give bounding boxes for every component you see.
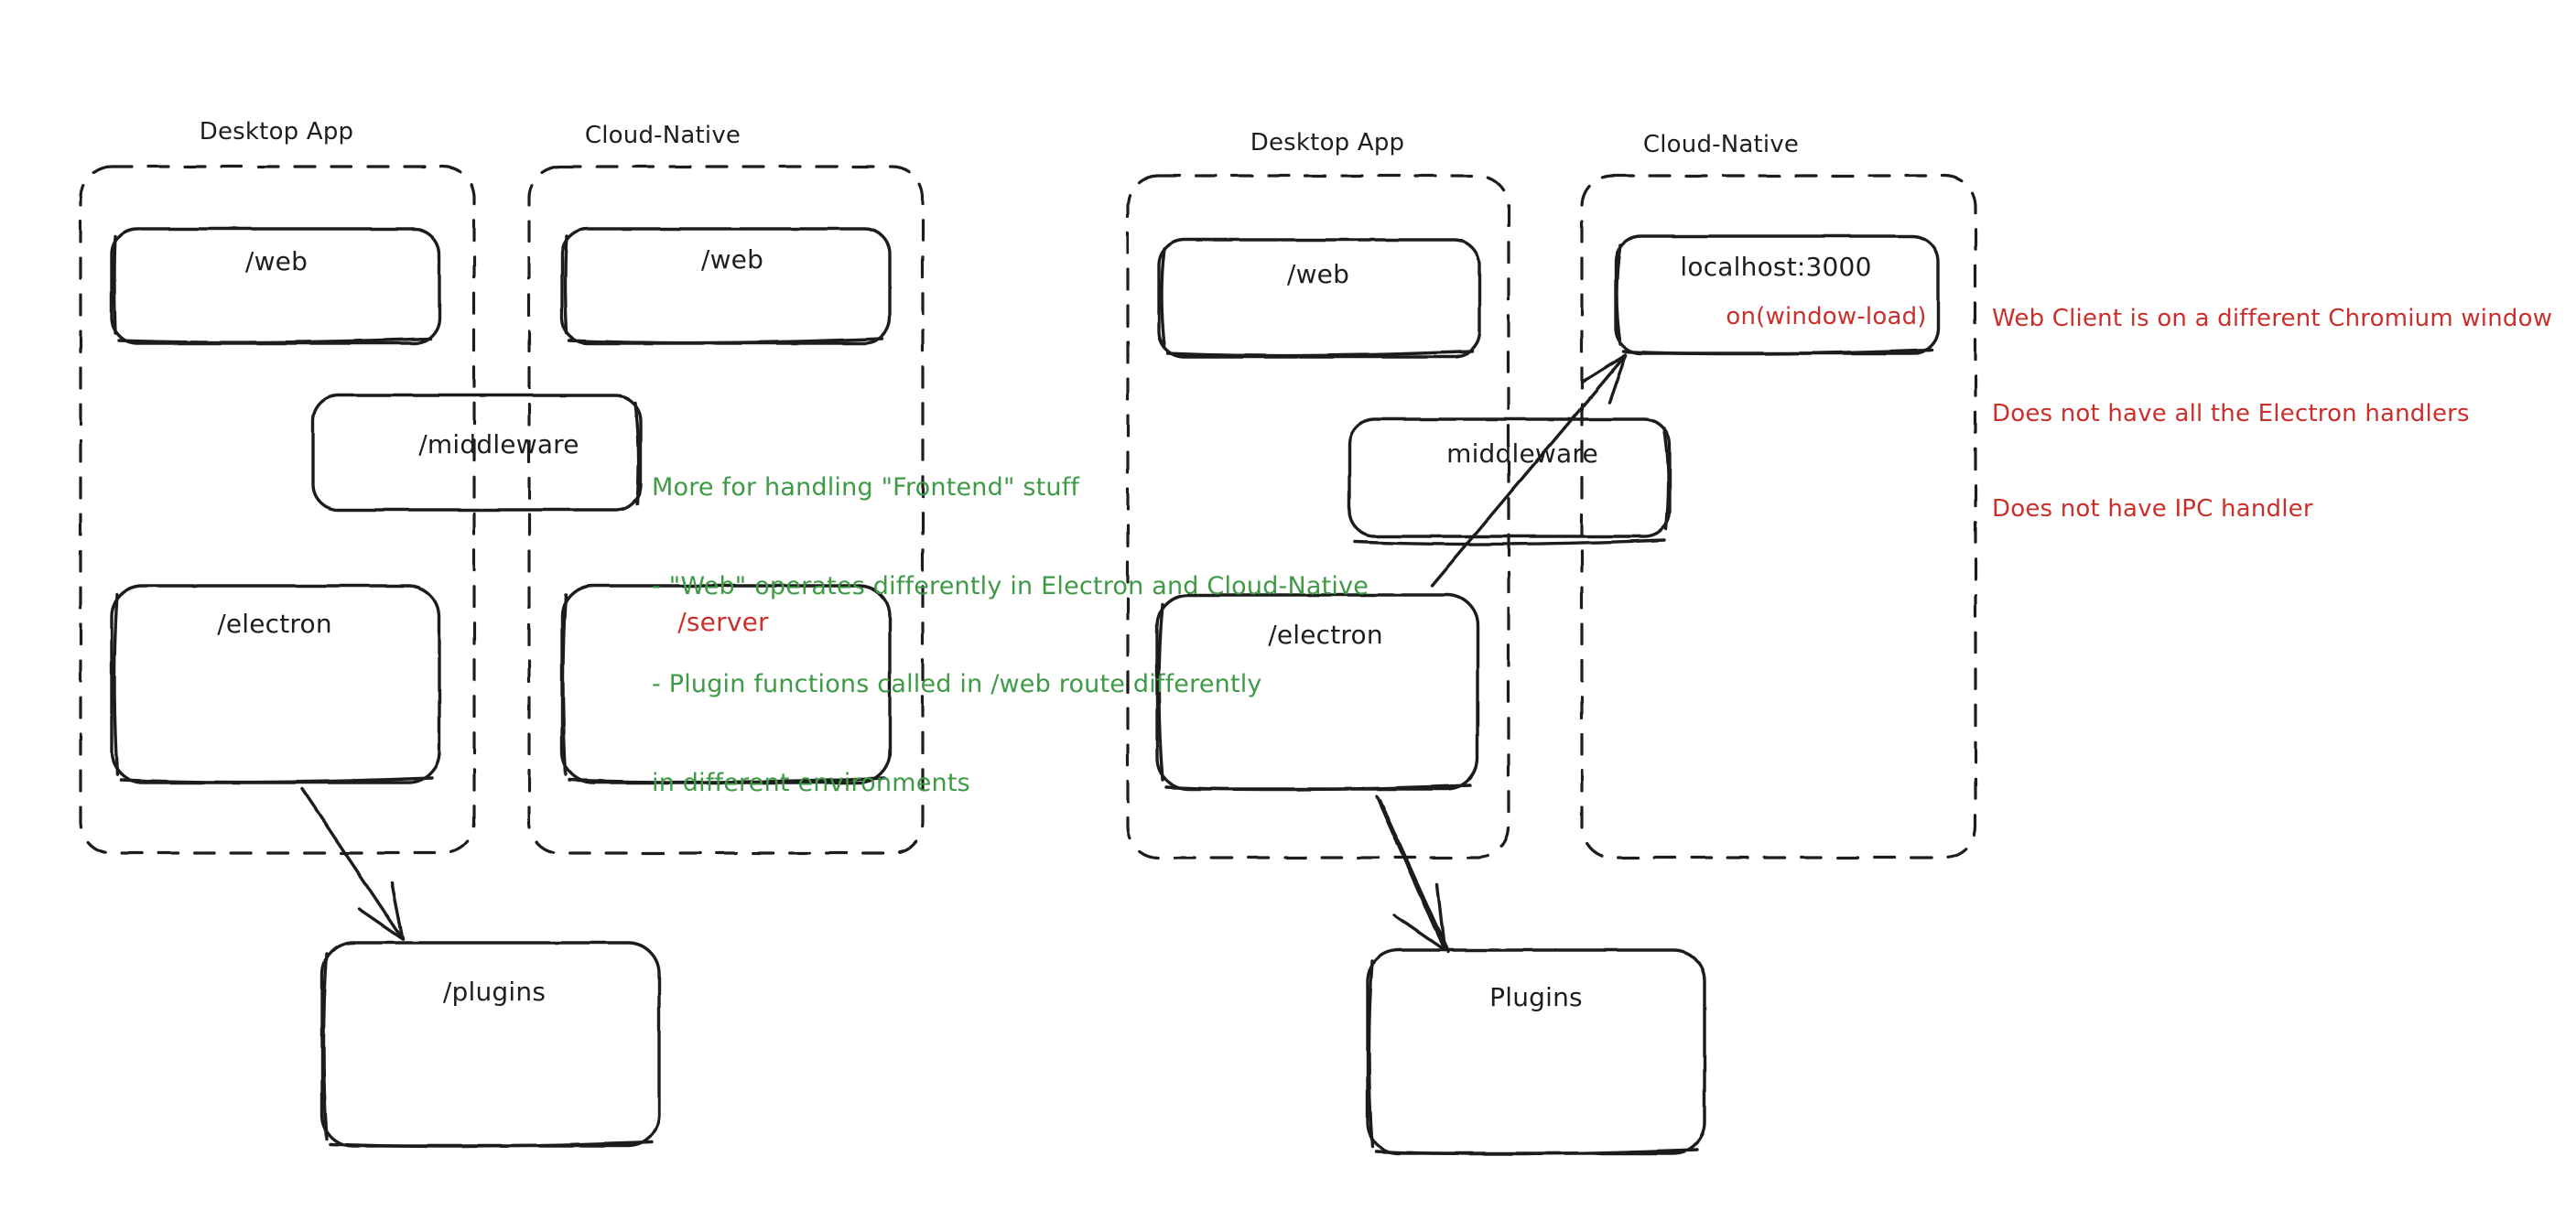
shape-left-plugins bbox=[320, 941, 661, 1149]
group-label-left-desktop-app: Desktop App bbox=[199, 118, 354, 146]
arrow-left-electron-to-plugins bbox=[300, 787, 405, 941]
annotation-red-line-2: Does not have all the Electron handlers bbox=[1992, 399, 2470, 427]
annotation-green-line-4: in different environments bbox=[652, 768, 970, 797]
group-label-right-desktop-app: Desktop App bbox=[1250, 129, 1405, 157]
box-label-right-plugins: Plugins bbox=[1489, 982, 1583, 1012]
annotation-red-line-1: Web Client is on a different Chromium wi… bbox=[1992, 305, 2553, 333]
annotation-red-note: Web Client is on a different Chromium wi… bbox=[1992, 240, 2552, 588]
group-label-right-cloud-native: Cloud-Native bbox=[1642, 131, 1800, 158]
box-label-right-electron: /electron bbox=[1268, 620, 1383, 650]
box-sublabel-right-localhost-onwindowload: on(window-load) bbox=[1726, 303, 1927, 330]
arrow-right-electron-to-plugins bbox=[1375, 794, 1450, 954]
box-label-left-electron: /electron bbox=[217, 609, 332, 639]
box-label-left-desktop-web: /web bbox=[244, 246, 308, 276]
box-label-left-plugins: /plugins bbox=[442, 977, 547, 1007]
box-label-right-desktop-web: /web bbox=[1286, 259, 1350, 289]
box-label-left-server: /server bbox=[677, 607, 769, 637]
box-label-left-middleware: /middleware bbox=[418, 429, 579, 459]
box-label-right-localhost: localhost:3000 bbox=[1680, 252, 1872, 282]
annotation-green-line-2: - "Web" operates differently in Electron… bbox=[652, 571, 1369, 600]
annotation-green-line-3: - Plugin functions called in /web route … bbox=[652, 670, 1262, 699]
annotation-red-line-3: Does not have IPC handler bbox=[1992, 494, 2313, 523]
group-label-left-cloud-native: Cloud-Native bbox=[584, 122, 741, 149]
annotation-green-note: More for handling "Frontend" stuff - "We… bbox=[652, 405, 1369, 866]
box-label-right-middleware: middleware bbox=[1446, 438, 1598, 469]
annotation-green-line-1: More for handling "Frontend" stuff bbox=[652, 472, 1080, 502]
arrow-right-electron-to-localhost bbox=[1430, 353, 1628, 588]
box-label-left-cloud-web: /web bbox=[700, 244, 764, 275]
